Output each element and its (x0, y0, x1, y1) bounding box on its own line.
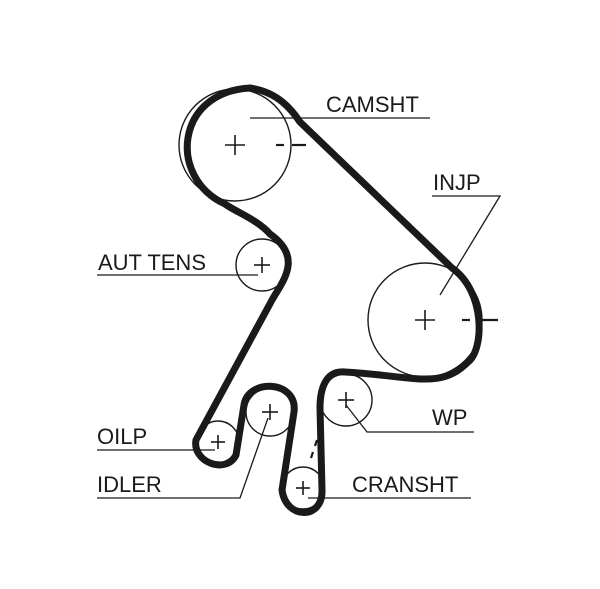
injection-pump-label: INJP (433, 170, 481, 195)
idler-label: IDLER (97, 472, 162, 497)
crankshaft-center-cross (296, 481, 310, 495)
camshaft-center-cross (225, 135, 245, 155)
camshaft-label: CAMSHT (326, 92, 419, 117)
timing-belt (183, 84, 483, 516)
water-pump-label: WP (432, 405, 467, 430)
auto-tensioner-center-cross (254, 257, 270, 273)
idler-center-cross (262, 404, 278, 420)
injection-pump-center-cross (415, 310, 435, 330)
crankshaft-label: CRANSHT (352, 472, 458, 497)
oil-pump-label: OILP (97, 424, 147, 449)
idler-leader (97, 417, 269, 499)
water-pump-leader (345, 404, 474, 433)
oil-pump-center-cross (211, 435, 225, 449)
crankshaft-timing-mark (309, 439, 319, 459)
auto-tensioner-label: AUT TENS (98, 250, 206, 275)
injection-pump-leader (432, 195, 502, 296)
